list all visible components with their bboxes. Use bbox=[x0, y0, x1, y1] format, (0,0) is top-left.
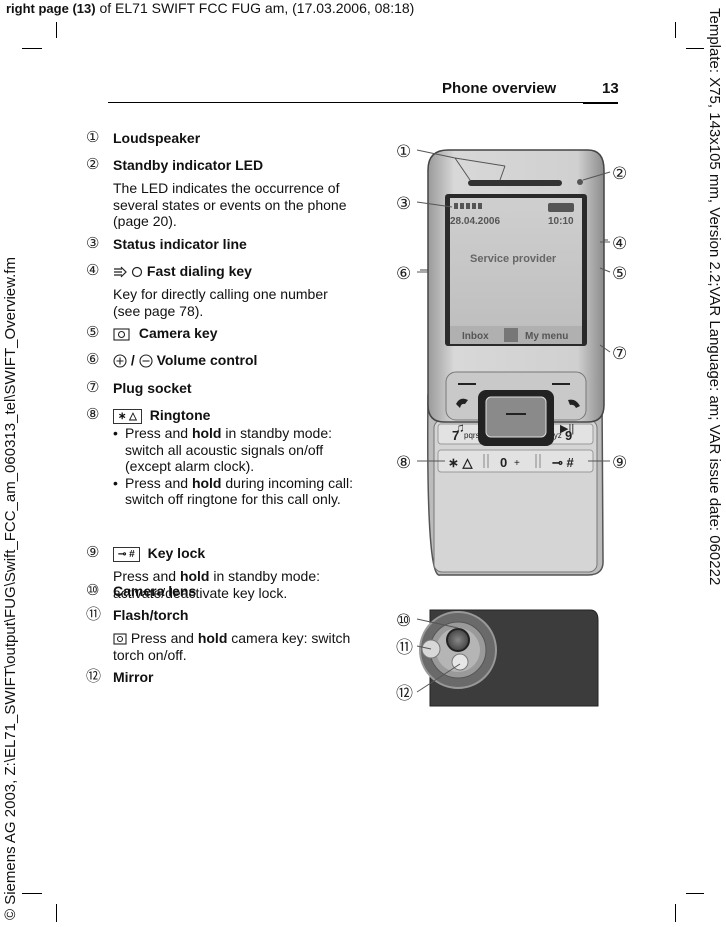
item-number: ③ bbox=[86, 235, 100, 252]
header-rule bbox=[108, 102, 618, 103]
star-key-label: ∗ △ bbox=[448, 455, 474, 470]
item-number: ② bbox=[86, 156, 100, 173]
item-description: Key for directly calling one number (see… bbox=[113, 286, 328, 319]
item-description: Press and hold in standby mode: activate… bbox=[113, 568, 320, 601]
item-label: Camera key bbox=[138, 325, 218, 341]
bullet-item: Press and hold in standby mode: switch a… bbox=[113, 425, 363, 475]
crop-mark bbox=[675, 22, 676, 38]
item-description: Press and hold camera key: switch torch … bbox=[113, 630, 351, 663]
item-label: Camera lens bbox=[113, 583, 197, 599]
svg-text:♫: ♫ bbox=[455, 420, 465, 435]
star-key-icon: ∗ △ bbox=[113, 408, 142, 424]
callout-5: ⑤ bbox=[612, 264, 627, 283]
item-number: ⑧ bbox=[86, 406, 100, 423]
template-info: Template: X75, 143x105 mm, Version 2.2;V… bbox=[706, 8, 723, 586]
volume-down-icon bbox=[139, 354, 153, 368]
callout-10: ⑩ bbox=[396, 611, 411, 630]
camera-lens bbox=[446, 628, 470, 652]
callout-1: ① bbox=[396, 142, 411, 161]
call-key-icon bbox=[456, 398, 468, 408]
phone-screen bbox=[450, 198, 582, 344]
crop-mark bbox=[56, 904, 57, 922]
item-label-row: / Volume control bbox=[113, 352, 257, 368]
item-label: Key lock bbox=[147, 545, 206, 561]
softkey-inbox: Inbox bbox=[462, 331, 489, 342]
callout-4: ④ bbox=[612, 234, 627, 253]
item-label: Loudspeaker bbox=[113, 130, 201, 146]
crop-mark bbox=[686, 48, 704, 49]
item-number: ⑦ bbox=[86, 379, 100, 396]
item-number: ⑨ bbox=[86, 544, 100, 561]
item-description: The LED indicates the occurrence of seve… bbox=[113, 180, 347, 229]
key-0-plus: + bbox=[514, 458, 520, 469]
item-label-row: Fast dialing key bbox=[113, 263, 252, 279]
key-9: 9 bbox=[565, 428, 572, 443]
camera-key-icon bbox=[113, 328, 130, 341]
callout-12: ⑫ bbox=[396, 684, 413, 703]
item-number: ① bbox=[86, 129, 100, 146]
item-label-row: ∗ △ Ringtone bbox=[113, 407, 210, 424]
callout-2: ② bbox=[612, 164, 627, 183]
crop-mark bbox=[675, 904, 676, 922]
page-header-title: Phone overview bbox=[442, 80, 557, 97]
item-label-row: Camera key bbox=[113, 325, 218, 341]
key-7-letters: pqrs bbox=[464, 431, 480, 440]
item-number: ⑪ bbox=[86, 606, 102, 623]
camera-key-icon bbox=[113, 633, 127, 645]
header-rule-accent bbox=[583, 102, 618, 104]
item-number: ⑤ bbox=[86, 324, 100, 341]
crop-mark bbox=[22, 893, 42, 894]
phone-illustration: 7 pqrs 8 tuv wxyz 9 ∗ △ 0 + ⊸ # 28.04.20… bbox=[396, 142, 627, 707]
print-header: right page (13) of EL71 SWIFT FCC FUG am… bbox=[6, 0, 414, 16]
item-label: Status indicator line bbox=[113, 236, 247, 252]
item-label: Volume control bbox=[156, 352, 258, 368]
led bbox=[577, 179, 583, 185]
volume-separator: / bbox=[130, 352, 135, 368]
hash-key-icon: ⊸ # bbox=[113, 546, 140, 562]
item-bullets: Press and hold in standby mode: switch a… bbox=[113, 425, 363, 508]
item-label: Standby indicator LED bbox=[113, 157, 264, 173]
hash-key-label: ⊸ # bbox=[552, 455, 575, 470]
callout-6: ⑥ bbox=[396, 264, 411, 283]
page-number: 13 bbox=[602, 80, 619, 97]
page-ref: right page (13) bbox=[6, 1, 96, 16]
item-number: ④ bbox=[86, 262, 100, 279]
callout-11: ⑪ bbox=[396, 638, 413, 657]
bullet-item: Press and hold during incoming call: swi… bbox=[113, 475, 363, 508]
key-0: 0 bbox=[500, 455, 507, 470]
item-label: Flash/torch bbox=[113, 607, 189, 623]
fast-dial-key-icon bbox=[114, 266, 143, 278]
item-label: Fast dialing key bbox=[146, 263, 252, 279]
end-key-icon bbox=[568, 399, 580, 408]
item-number: ⑩ bbox=[86, 582, 100, 599]
copyright-path: © Siemens AG 2003, Z:\EL71_SWIFT\output\… bbox=[2, 257, 19, 920]
item-label: Plug socket bbox=[113, 380, 192, 396]
crop-mark bbox=[22, 48, 42, 49]
mirror bbox=[451, 653, 469, 671]
screen-time: 10:10 bbox=[548, 216, 574, 227]
screen-date: 28.04.2006 bbox=[450, 216, 500, 227]
callout-3: ③ bbox=[396, 194, 411, 213]
item-label-row: ⊸ # Key lock bbox=[113, 545, 205, 562]
svg-text:▶||: ▶|| bbox=[560, 423, 574, 435]
crop-mark bbox=[686, 893, 704, 894]
item-label: Mirror bbox=[113, 669, 154, 685]
item-label: Ringtone bbox=[149, 407, 211, 423]
callout-8: ⑧ bbox=[396, 453, 411, 472]
item-number: ⑥ bbox=[86, 351, 100, 368]
screen-provider: Service provider bbox=[470, 253, 557, 265]
loudspeaker-slot bbox=[468, 180, 562, 186]
file-info: of EL71 SWIFT FCC FUG am, (17.03.2006, 0… bbox=[99, 0, 415, 16]
softkey-menu: My menu bbox=[525, 331, 568, 342]
callout-9: ⑨ bbox=[612, 453, 627, 472]
crop-mark bbox=[56, 22, 57, 38]
callout-7: ⑦ bbox=[612, 344, 627, 363]
volume-up-icon bbox=[113, 354, 127, 368]
key-7: 7 bbox=[452, 428, 459, 443]
item-number: ⑫ bbox=[86, 668, 102, 685]
